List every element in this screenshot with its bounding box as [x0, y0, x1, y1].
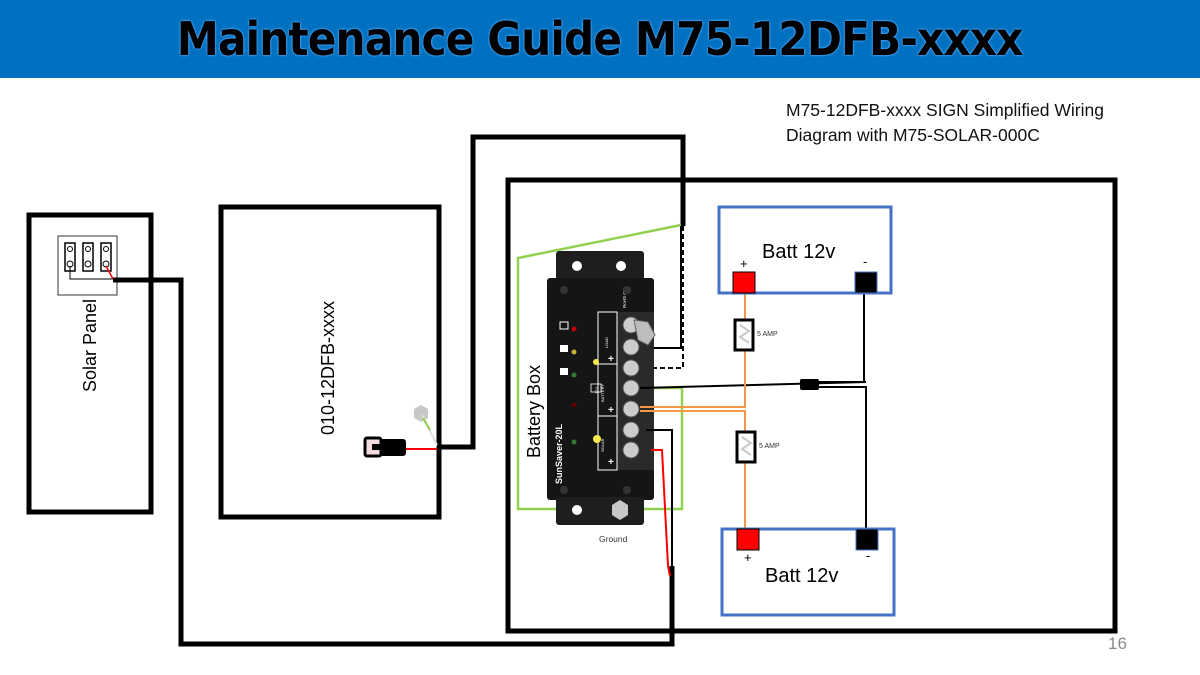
junction-box: [57, 235, 118, 296]
caption-line-2: Diagram with M75-SOLAR-000C: [786, 125, 1040, 145]
fuse-2: 5 AMP: [735, 430, 780, 464]
solar-panel-label: Solar Panel: [80, 299, 100, 392]
positive-terminal: [732, 271, 756, 294]
svg-text:+: +: [608, 405, 614, 416]
sign-connector: [363, 405, 438, 458]
solar-negative-wire: [646, 429, 673, 566]
minus-sign: -: [863, 254, 867, 269]
controller-brand: SunSaver-20L: [554, 423, 564, 484]
sign-box-label: 010-12DFB-xxxx: [318, 301, 338, 435]
diagram-caption: M75-12DFB-xxxx SIGN Simplified Wiring Di…: [786, 98, 1186, 148]
solar-feed-cable: [113, 277, 675, 647]
ground-nut-icon: [414, 405, 428, 422]
caption-line-1: M75-12DFB-xxxx SIGN Simplified Wiring: [786, 100, 1104, 120]
bulb-icon: [593, 359, 599, 365]
plus-sign: +: [740, 256, 748, 271]
battery-label: Batt 12v: [762, 241, 835, 263]
fuse-1: 5 AMP: [733, 318, 778, 352]
sun-icon: [593, 435, 601, 443]
title-bar: Maintenance Guide M75-12DFB-xxxx: [0, 0, 1200, 78]
controller-solar-label: SOLAR: [600, 438, 605, 452]
negative-terminal: [854, 271, 878, 294]
svg-text:+: +: [608, 457, 614, 468]
battery-1: + - Batt 12v: [717, 205, 893, 295]
battery-box-label: Battery Box: [524, 365, 544, 458]
svg-text:+: +: [608, 354, 614, 365]
inline-connector-icon: [800, 379, 819, 390]
battery-box: Battery Box Ground: [505, 177, 1118, 634]
solar-positive-wire: [651, 449, 669, 567]
batt1-negative-wire: [818, 294, 865, 383]
page-number: 16: [1108, 634, 1127, 653]
batt2-negative-wire: [818, 386, 867, 538]
ground-nut-icon: [612, 500, 628, 520]
controller-battery-label: BATTERY: [600, 384, 605, 402]
battery-label: Batt 12v: [765, 565, 838, 587]
sign-box: 010-12DFB-xxxx: [218, 204, 442, 520]
battery-positive-wire-lower: [640, 410, 746, 541]
controller-voltage-label: 12V: [594, 387, 599, 394]
page-title: Maintenance Guide M75-12DFB-xxxx: [177, 12, 1024, 66]
solar-panel: Solar Panel: [26, 212, 154, 515]
ground-label: Ground: [599, 534, 628, 544]
load-dashed-wire: [640, 226, 684, 369]
negative-terminal: [855, 528, 879, 551]
controller-load-label: LOAD: [604, 337, 609, 348]
battery-2: + - Batt 12v: [720, 527, 896, 617]
positive-terminal: [736, 528, 760, 551]
sign-feed-cable: [437, 134, 686, 450]
charge-controller: + + + SunSaver-20L LOAD BATTERY SOLAR 12…: [547, 251, 656, 525]
controller-compliance: RoHS CE: [622, 288, 627, 308]
plus-sign: +: [744, 550, 752, 565]
fuse-label: 5 AMP: [759, 443, 780, 450]
minus-sign: -: [866, 548, 870, 563]
fuse-label: 5 AMP: [757, 331, 778, 338]
